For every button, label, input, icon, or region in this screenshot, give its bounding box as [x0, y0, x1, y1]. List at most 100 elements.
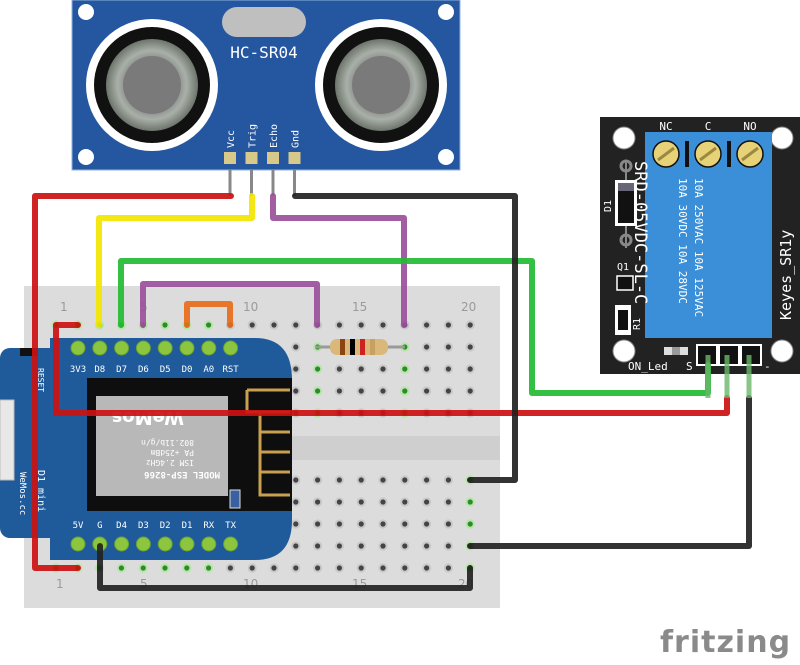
breadboard-hole[interactable] [422, 386, 432, 396]
breadboard-hole[interactable] [443, 364, 453, 374]
mcu-pin-rx[interactable] [201, 536, 217, 552]
breadboard-hole[interactable] [356, 497, 366, 507]
breadboard-hole[interactable] [378, 519, 388, 529]
breadboard-hole[interactable] [400, 475, 410, 485]
wire-vcc-power[interactable] [32, 193, 234, 571]
breadboard-hole[interactable] [443, 563, 453, 573]
breadboard-hole[interactable] [465, 519, 475, 529]
breadboard-hole[interactable] [465, 497, 475, 507]
mcu-pin-rst[interactable] [223, 340, 239, 356]
wire-echo[interactable] [270, 193, 407, 328]
breadboard-hole[interactable] [313, 519, 323, 529]
mcu-pin-d1[interactable] [179, 536, 195, 552]
breadboard-hole[interactable] [422, 497, 432, 507]
breadboard-hole[interactable] [400, 519, 410, 529]
breadboard-hole[interactable] [291, 563, 301, 573]
breadboard-hole[interactable] [400, 497, 410, 507]
breadboard-hole[interactable] [356, 563, 366, 573]
breadboard-hole[interactable] [400, 364, 410, 374]
wire-relay-power[interactable] [53, 322, 730, 416]
wire-gnd-rail[interactable] [97, 543, 473, 591]
breadboard-hole[interactable] [138, 563, 148, 573]
breadboard-hole[interactable] [313, 386, 323, 396]
breadboard-hole[interactable] [334, 519, 344, 529]
breadboard-hole[interactable] [334, 386, 344, 396]
breadboard-hole[interactable] [291, 497, 301, 507]
breadboard-hole[interactable] [247, 320, 257, 330]
breadboard-hole[interactable] [378, 563, 388, 573]
breadboard-hole[interactable] [378, 364, 388, 374]
breadboard-hole[interactable] [422, 563, 432, 573]
breadboard-hole[interactable] [182, 563, 192, 573]
breadboard-hole[interactable] [422, 320, 432, 330]
breadboard-hole[interactable] [443, 519, 453, 529]
breadboard-hole[interactable] [400, 541, 410, 551]
breadboard-hole[interactable] [465, 342, 475, 352]
sensor-pin-echo[interactable] [267, 152, 279, 164]
breadboard-hole[interactable] [334, 364, 344, 374]
breadboard-hole[interactable] [443, 386, 453, 396]
breadboard-hole[interactable] [291, 342, 301, 352]
breadboard-hole[interactable] [291, 364, 301, 374]
sensor-pin-vcc[interactable] [224, 152, 236, 164]
mcu-pin-d8[interactable] [92, 340, 108, 356]
breadboard-hole[interactable] [356, 364, 366, 374]
breadboard-hole[interactable] [313, 497, 323, 507]
mcu-pin-d7[interactable] [114, 340, 130, 356]
breadboard-hole[interactable] [204, 320, 214, 330]
resistor[interactable] [315, 339, 405, 355]
breadboard-hole[interactable] [443, 475, 453, 485]
breadboard-hole[interactable] [291, 320, 301, 330]
breadboard-hole[interactable] [269, 563, 279, 573]
mcu-pin-3v3[interactable] [70, 340, 86, 356]
breadboard-hole[interactable] [356, 386, 366, 396]
breadboard-hole[interactable] [378, 320, 388, 330]
breadboard-hole[interactable] [443, 497, 453, 507]
breadboard-hole[interactable] [313, 541, 323, 551]
wire-relay-gnd[interactable] [467, 395, 752, 549]
breadboard-hole[interactable] [422, 519, 432, 529]
breadboard-hole[interactable] [334, 497, 344, 507]
mcu-pin-5v[interactable] [70, 536, 86, 552]
breadboard-hole[interactable] [422, 475, 432, 485]
breadboard-hole[interactable] [400, 563, 410, 573]
breadboard-hole[interactable] [356, 519, 366, 529]
breadboard-hole[interactable] [334, 563, 344, 573]
breadboard-hole[interactable] [356, 541, 366, 551]
breadboard-hole[interactable] [465, 320, 475, 330]
wire-trig[interactable] [96, 193, 255, 328]
breadboard-hole[interactable] [443, 342, 453, 352]
breadboard-hole[interactable] [334, 475, 344, 485]
breadboard-hole[interactable] [378, 497, 388, 507]
breadboard-hole[interactable] [378, 475, 388, 485]
breadboard-hole[interactable] [313, 364, 323, 374]
breadboard-hole[interactable] [334, 320, 344, 330]
mcu-pin-a0[interactable] [201, 340, 217, 356]
breadboard-hole[interactable] [291, 541, 301, 551]
breadboard-hole[interactable] [291, 475, 301, 485]
mcu-pin-d5[interactable] [157, 340, 173, 356]
mcu-pin-tx[interactable] [223, 536, 239, 552]
mcu-pin-d6[interactable] [135, 340, 151, 356]
reset-button[interactable] [20, 348, 38, 356]
wire-d6-jumper[interactable] [140, 281, 320, 328]
wemos-d1-mini[interactable]: MODEL ESP-8266 ISM 2.4GHz PA +25dBm 802.… [0, 338, 292, 560]
wire-d0-rst-jumper[interactable] [184, 301, 233, 328]
breadboard-hole[interactable] [378, 386, 388, 396]
mcu-pin-d2[interactable] [157, 536, 173, 552]
mcu-pin-d4[interactable] [114, 536, 130, 552]
breadboard-hole[interactable] [378, 541, 388, 551]
breadboard-hole[interactable] [334, 541, 344, 551]
mcu-pin-d3[interactable] [135, 536, 151, 552]
breadboard-hole[interactable] [356, 320, 366, 330]
breadboard-hole[interactable] [269, 320, 279, 330]
breadboard-hole[interactable] [422, 541, 432, 551]
breadboard-hole[interactable] [313, 475, 323, 485]
breadboard-hole[interactable] [160, 563, 170, 573]
breadboard-hole[interactable] [422, 364, 432, 374]
